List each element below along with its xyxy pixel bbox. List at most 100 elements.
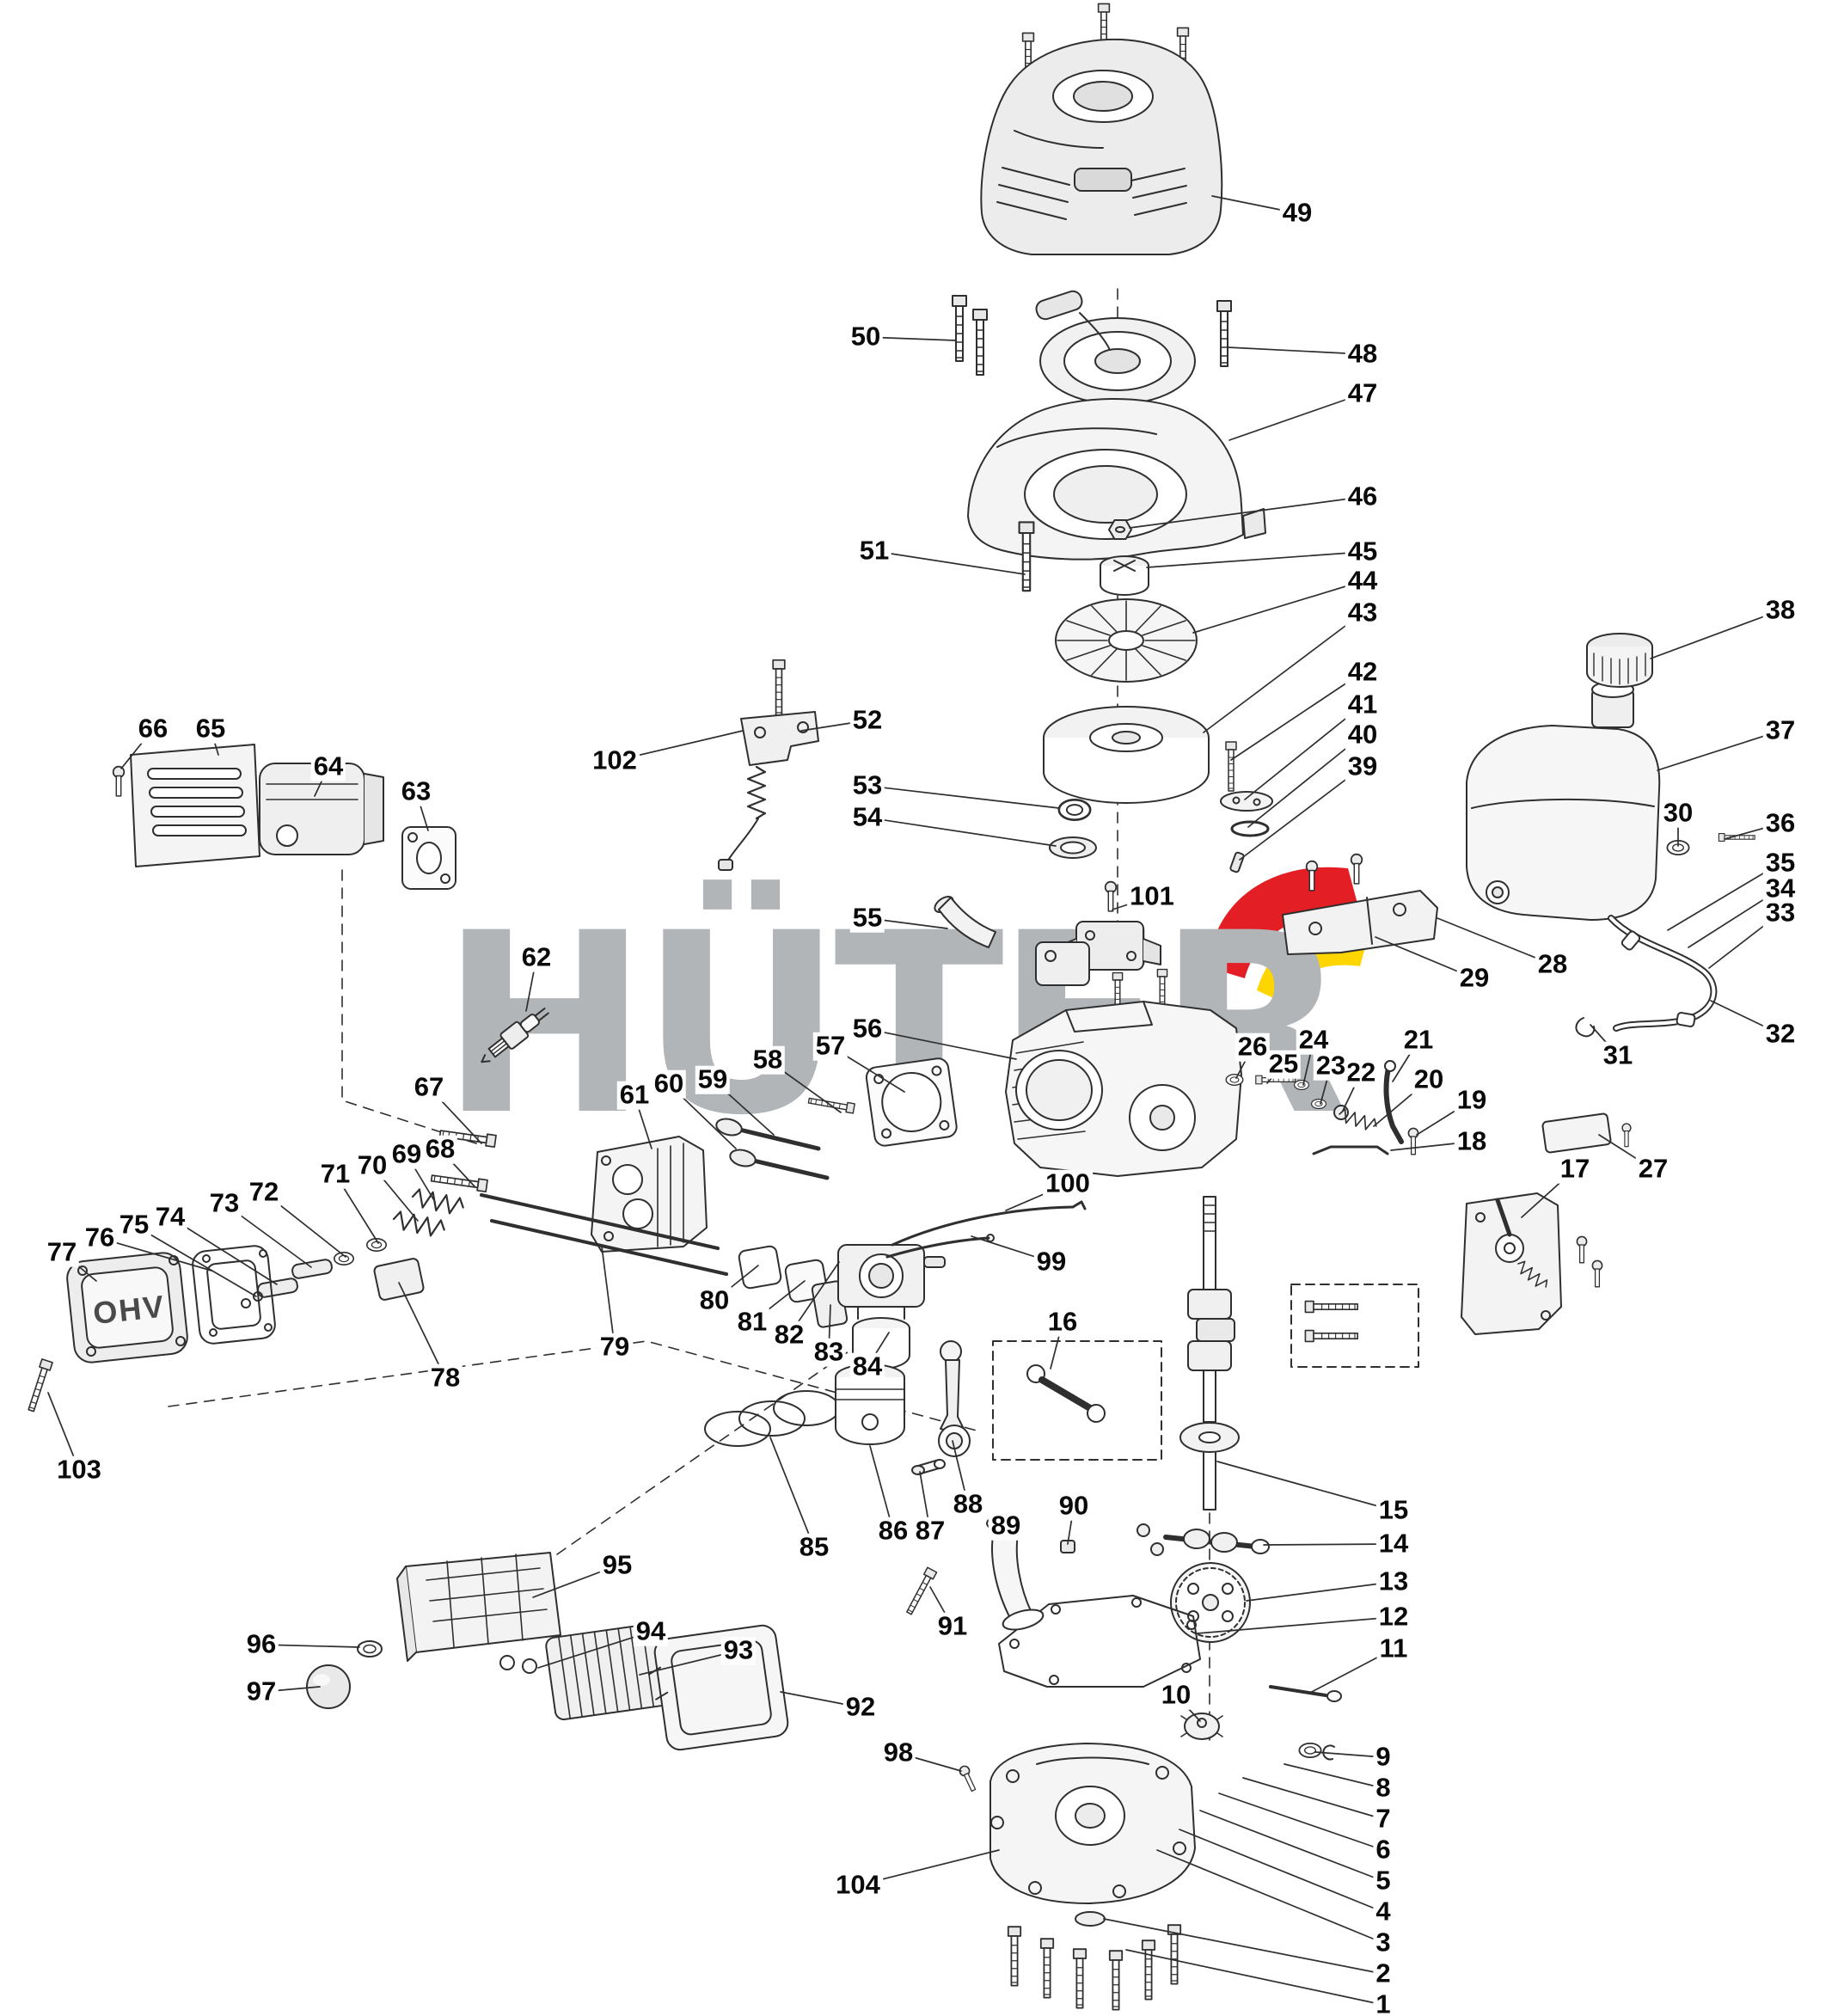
leader-line-29	[1375, 936, 1475, 979]
leader-line-46	[1129, 496, 1363, 529]
valve-train-parts	[241, 1126, 497, 1308]
leader-line-80	[714, 1265, 759, 1302]
leader-line-7	[1242, 1777, 1384, 1820]
spark-plug	[481, 1008, 549, 1063]
leader-line-50	[865, 336, 957, 341]
valve-cover-gasket	[192, 1245, 276, 1345]
tank-screw	[1718, 833, 1755, 842]
governor-link	[1026, 1364, 1106, 1423]
leader-line-15	[1216, 1461, 1394, 1511]
leader-line-13	[1246, 1581, 1394, 1602]
leader-line-53	[867, 785, 1060, 809]
thrust-washer	[1298, 1743, 1322, 1758]
leader-line-45	[1146, 551, 1363, 568]
camshaft	[1136, 1523, 1270, 1556]
carburetor	[837, 1244, 946, 1394]
leader-line-86	[869, 1445, 894, 1532]
fuel-cap	[1586, 633, 1653, 688]
leader-line-75	[133, 1224, 257, 1297]
leader-line-47	[1228, 393, 1363, 441]
leader-line-63	[415, 791, 429, 831]
connecting-rod	[938, 1340, 971, 1457]
throttle-parts	[1225, 1060, 1419, 1155]
cylinder-block	[1005, 968, 1242, 1177]
governor-shaft	[1269, 1685, 1342, 1702]
sump-bolts	[1007, 1924, 1182, 2011]
leader-line-10	[1175, 1694, 1201, 1722]
leader-line-79	[601, 1246, 616, 1348]
leader-line-87	[919, 1471, 931, 1532]
leader-line-48	[1227, 346, 1363, 355]
recoil-starter	[1035, 290, 1196, 405]
leader-line-78	[398, 1282, 446, 1379]
leader-line-28	[1437, 917, 1553, 965]
leader-line-99	[971, 1235, 1052, 1263]
intake-cap	[306, 1664, 351, 1709]
leader-line-70	[371, 1165, 419, 1222]
control-bracket	[1282, 853, 1438, 955]
leader-line-51	[873, 550, 1026, 575]
leader-line-98	[898, 1752, 962, 1772]
leader-line-94	[537, 1631, 652, 1669]
leader-line-3	[1156, 1849, 1384, 1944]
muffler-guard	[130, 744, 260, 867]
governor-gear	[1180, 1713, 1223, 1740]
oil-dipstick	[986, 1512, 1045, 1631]
speed-control-assembly	[1461, 1192, 1603, 1335]
flywheel	[1043, 706, 1210, 804]
leader-line-16	[1050, 1321, 1063, 1370]
retaining-clip	[1322, 1744, 1335, 1761]
leader-line-43	[1203, 612, 1363, 733]
brake-bracket	[718, 659, 819, 871]
leader-line-90	[1067, 1505, 1075, 1545]
leader-line-22	[1342, 1072, 1362, 1112]
mounting-plate	[1541, 1112, 1632, 1154]
carb-gaskets	[738, 1245, 849, 1328]
leader-line-92	[780, 1691, 861, 1708]
crankcase-gasket	[998, 1595, 1201, 1688]
leader-line-8	[1284, 1763, 1384, 1789]
throttle-linkage	[885, 1200, 1087, 1259]
engine-top-cover	[980, 38, 1223, 255]
dipstick-bolt	[904, 1566, 938, 1616]
crankshaft	[1179, 1196, 1240, 1510]
push-rods	[373, 1193, 728, 1301]
leader-line-42	[1230, 671, 1363, 761]
washer-53	[1057, 798, 1092, 822]
leader-line-91	[929, 1586, 953, 1627]
leader-line-19	[1416, 1100, 1473, 1136]
leader-line-54	[867, 817, 1057, 847]
flywheel-fan	[1055, 598, 1198, 683]
leader-line-56	[867, 1028, 1017, 1060]
leader-line-85	[769, 1437, 815, 1548]
leader-line-102	[614, 730, 744, 762]
muffler-gasket	[401, 826, 456, 890]
leader-line-74	[169, 1216, 278, 1285]
leader-line-104	[857, 1849, 1000, 1886]
leader-line-39	[1239, 766, 1363, 861]
bearing-54	[1049, 836, 1097, 859]
bolt-set-box	[1290, 1284, 1419, 1368]
sump-screw	[957, 1763, 979, 1793]
leader-line-9	[1314, 1751, 1384, 1758]
leader-line-6	[1218, 1792, 1384, 1851]
guard-screw	[112, 765, 126, 797]
grommet	[357, 1640, 383, 1658]
piston	[835, 1363, 905, 1445]
cover-bolt	[25, 1358, 53, 1413]
flywheel-nut	[1108, 519, 1132, 540]
flywheel-hardware	[1220, 741, 1273, 873]
bolt-set	[1304, 1300, 1358, 1343]
leader-line-4	[1179, 1829, 1384, 1913]
leader-line-103	[47, 1392, 80, 1471]
leader-line-40	[1247, 734, 1363, 828]
leader-line-33	[1708, 912, 1781, 969]
cylinder-head	[591, 1136, 708, 1253]
leader-line-96	[260, 1644, 360, 1648]
head-gasket	[865, 1057, 958, 1147]
leader-line-37	[1657, 730, 1781, 771]
leader-line-35	[1667, 862, 1781, 931]
leader-line-76	[99, 1237, 212, 1271]
